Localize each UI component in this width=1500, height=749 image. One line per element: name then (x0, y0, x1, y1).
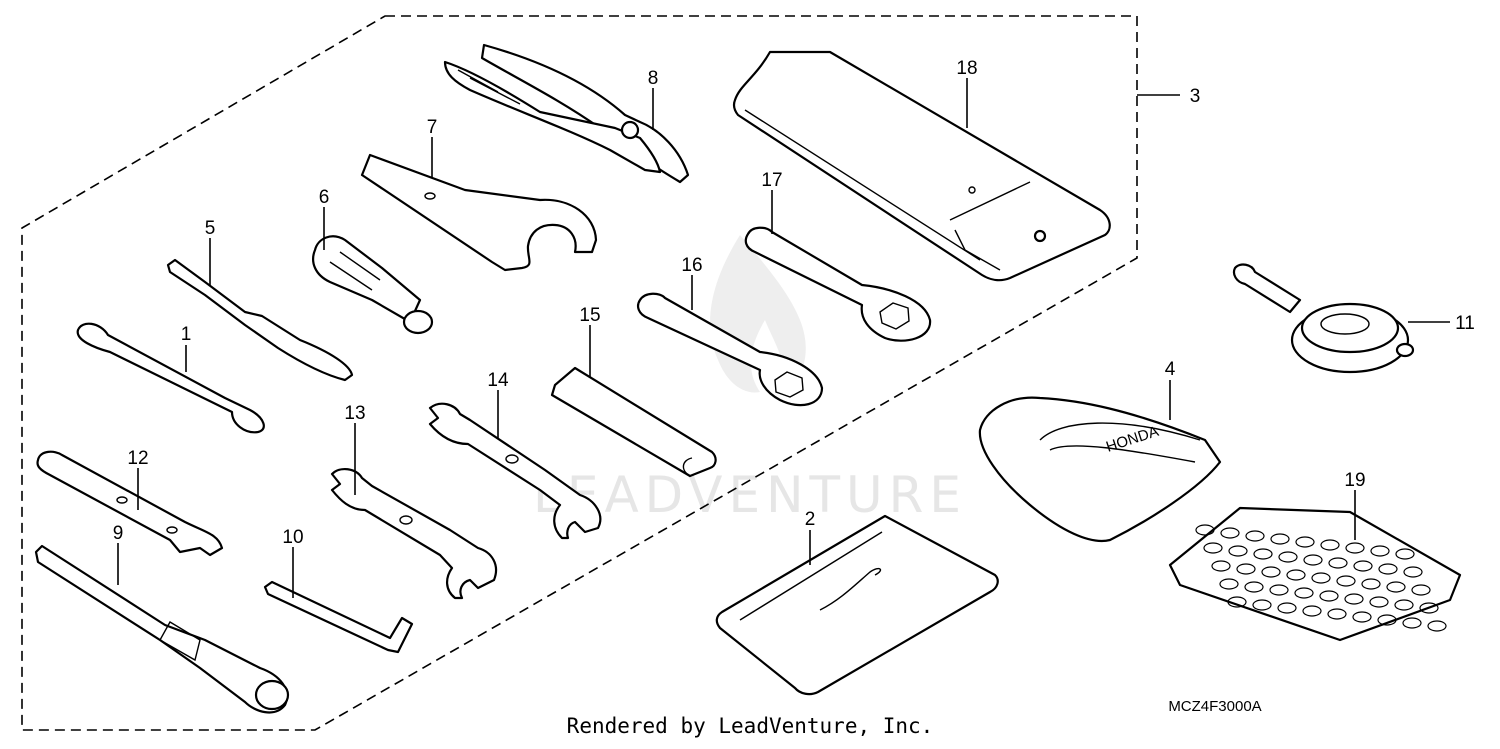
callout-16: 16 (681, 255, 702, 276)
callout-3: 3 (1190, 86, 1201, 107)
kit-boundary (21, 15, 1138, 731)
part-10-hex-key[interactable] (263, 580, 414, 654)
part-9-plug-wrench[interactable] (34, 544, 290, 714)
callouts: 1 2 3 4 5 6 7 8 9 10 11 12 13 14 15 16 1… (113, 58, 1475, 548)
callout-17: 17 (761, 170, 782, 191)
callout-2: 2 (805, 509, 816, 530)
part-13-open-wrench-13[interactable] (330, 468, 498, 600)
part-11-tire-gauge[interactable] (1232, 263, 1415, 374)
watermark-text: LEADVENTURE (533, 466, 967, 524)
callout-11: 11 (1455, 313, 1475, 334)
callout-18: 18 (956, 58, 977, 79)
part-code: MCZ4F3000A (1168, 698, 1261, 715)
part-2-manual-bag[interactable] (715, 514, 999, 696)
part-15-sleeve[interactable] (550, 366, 717, 478)
callout-13: 13 (344, 403, 365, 424)
part-4-pouch[interactable]: HONDA (978, 396, 1222, 543)
part-12-wrench[interactable] (36, 450, 224, 557)
part-18-tool-bag[interactable] (732, 50, 1111, 282)
callout-12: 12 (127, 448, 148, 469)
part-16-box-wrench[interactable] (637, 292, 824, 407)
callout-8: 8 (648, 68, 659, 89)
callout-10: 10 (282, 527, 303, 548)
part-19-label-sheet[interactable] (1168, 506, 1462, 642)
callout-19: 19 (1344, 470, 1365, 491)
callout-4: 4 (1165, 359, 1176, 380)
callout-6: 6 (319, 187, 330, 208)
leader-lines (117, 78, 1450, 598)
footer-credit: Rendered by LeadVenture, Inc. (566, 714, 934, 738)
part-8-pliers[interactable] (443, 43, 690, 184)
callout-9: 9 (113, 523, 124, 544)
callout-14: 14 (487, 370, 509, 391)
part-6-screwdriver-handle[interactable] (312, 235, 434, 335)
part-14-open-wrench-14[interactable] (428, 402, 602, 540)
callout-1: 1 (181, 324, 192, 345)
part-7-spanner[interactable] (360, 153, 598, 272)
callout-7: 7 (427, 117, 438, 138)
callout-15: 15 (579, 305, 600, 326)
callout-5: 5 (205, 218, 216, 239)
part-1-grip-handle[interactable] (76, 322, 265, 434)
part-5-screwdriver-bit[interactable] (166, 258, 354, 382)
